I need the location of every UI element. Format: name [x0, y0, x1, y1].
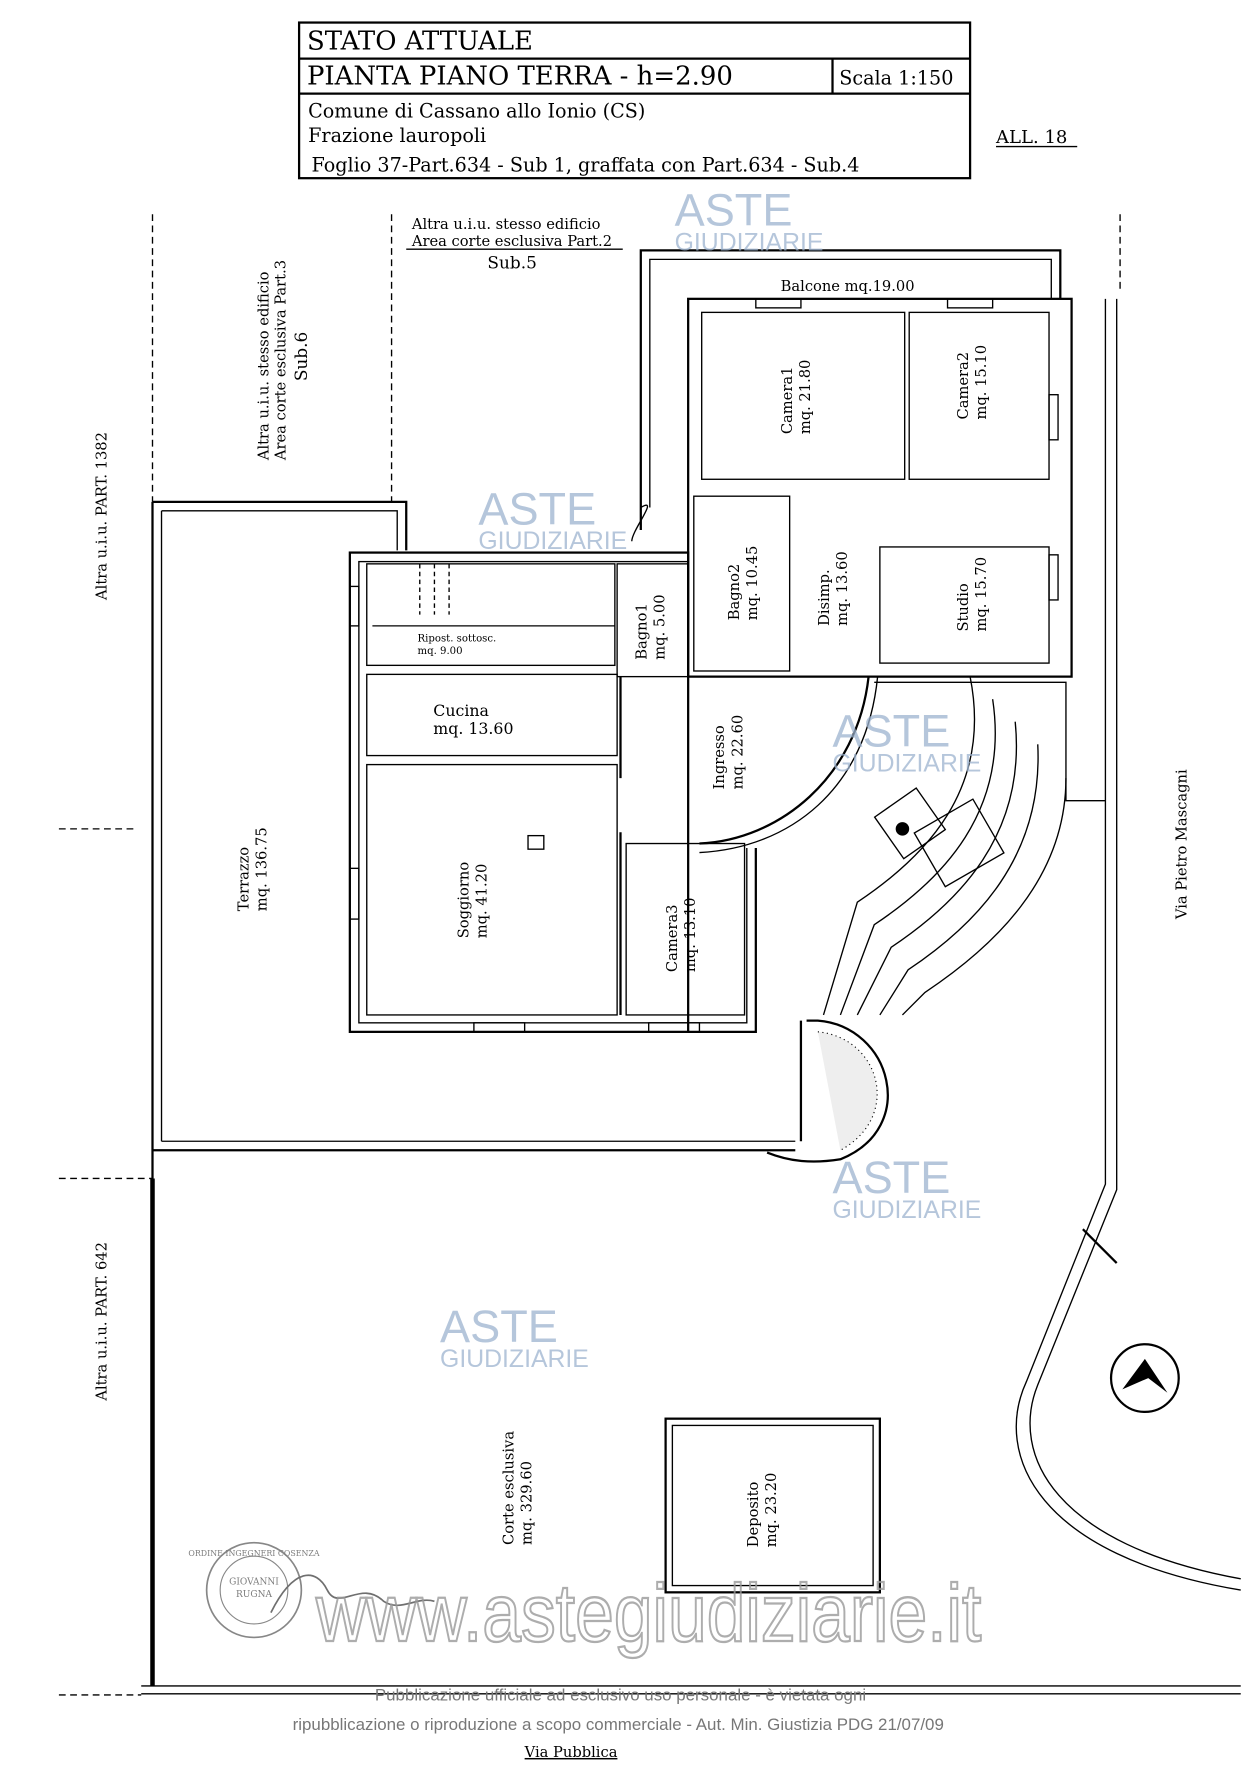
- room-area-studio: mq. 15.70: [973, 557, 990, 632]
- stamp-name2: RUGNA: [236, 1590, 272, 1600]
- watermark-giudiziarie: GIUDIZIARIE: [440, 1346, 589, 1373]
- room-area-camera1: mq. 21.80: [797, 360, 814, 435]
- watermark-giudiziarie: GIUDIZIARIE: [833, 750, 982, 777]
- scale-label: Scala 1:150: [839, 67, 953, 90]
- attachment-label: ALL. 18: [995, 127, 1067, 148]
- watermark-aste: ASTE: [675, 185, 793, 236]
- neighbor-part-642: Altra u.i.u. PART. 642: [93, 1242, 110, 1402]
- watermark-aste: ASTE: [478, 483, 596, 534]
- comune-label: Comune di Cassano allo Ionio (CS): [308, 99, 645, 122]
- planter: [766, 1019, 889, 1163]
- room-label-deposito: Deposito: [745, 1481, 762, 1547]
- neighbor-left-line3: Sub.6: [291, 332, 311, 381]
- watermark-aste: ASTE: [833, 1152, 951, 1203]
- watermark-aste: ASTE: [440, 1301, 558, 1352]
- neighbor-top-line3: Sub.5: [487, 252, 536, 272]
- north-arrow-icon: [1109, 1343, 1180, 1414]
- neighbor-top-line2: Area corte esclusiva Part.2: [411, 233, 612, 250]
- watermark-giudiziarie: GIUDIZIARIE: [675, 229, 824, 256]
- room-label-cucina: Cucina: [433, 701, 489, 720]
- watermark-aste: ASTE: [833, 706, 951, 757]
- room-area-ripostiglio: mq. 9.00: [418, 646, 463, 657]
- room-area-terrazzo: mq. 136.75: [253, 827, 270, 911]
- room-area-cucina: mq. 13.60: [433, 719, 513, 738]
- watermark-giudiziarie: GIUDIZIARIE: [833, 1197, 982, 1224]
- neighbor-left-line1: Altra u.i.u. stesso edificio: [256, 271, 273, 461]
- curved-steps: [822, 676, 1106, 1016]
- room-label-terrazzo: Terrazzo: [235, 847, 252, 912]
- deposito-building: [664, 1417, 882, 1594]
- house-walls: [348, 249, 1073, 1033]
- room-label-camera2: Camera2: [955, 352, 972, 420]
- room-label-camera3: Camera3: [664, 904, 681, 972]
- room-label-ingresso: Ingresso: [711, 725, 728, 789]
- room-label-soggiorno: Soggiorno: [455, 862, 472, 939]
- notice-line1: Pubblicazione ufficiale ad esclusivo uso…: [375, 1686, 866, 1705]
- neighbor-left-line2: Area corte esclusiva Part.3: [273, 260, 290, 461]
- room-area-soggiorno: mq. 41.20: [473, 864, 490, 939]
- room-label-studio: Studio: [955, 583, 972, 631]
- stamp-ring-text: ORDINE INGEGNERI COSENZA: [188, 1549, 319, 1558]
- street-bottom-label: Via Pubblica: [524, 1744, 618, 1761]
- notice-line2: ripubblicazione o riproduzione a scopo c…: [293, 1715, 944, 1734]
- title-block: STATO ATTUALE PIANTA PIANO TERRA - h=2.9…: [297, 21, 972, 180]
- room-area-disimp: mq. 13.60: [834, 551, 851, 626]
- room-area-camera2: mq. 15.10: [973, 345, 990, 420]
- room-label-camera1: Camera1: [779, 367, 796, 435]
- neighbor-top-line1: Altra u.i.u. stesso edificio: [411, 216, 601, 233]
- plan-title: PIANTA PIANO TERRA - h=2.90: [307, 62, 733, 92]
- room-label-bagno1: Bagno1: [633, 603, 650, 659]
- room-area-corte: mq. 329.60: [518, 1461, 535, 1545]
- engineer-stamp: ORDINE INGEGNERI COSENZA GIOVANNI RUGNA: [188, 1541, 435, 1639]
- terrace-outline: [152, 500, 796, 1152]
- room-area-camera3: mq. 13.10: [682, 898, 699, 973]
- room-label-bagno2: Bagno2: [726, 564, 743, 620]
- foglio-label: Foglio 37-Part.634 - Sub 1, graffata con…: [312, 153, 860, 176]
- stamp-name1: GIOVANNI: [229, 1577, 279, 1587]
- neighbor-part-1382: Altra u.i.u. PART. 1382: [93, 432, 110, 601]
- room-area-deposito: mq. 23.20: [763, 1473, 780, 1548]
- lot-boundaries: [58, 214, 1241, 1696]
- room-area-bagno1: mq. 5.00: [651, 594, 668, 659]
- watermark-giudiziarie: GIUDIZIARIE: [478, 528, 627, 555]
- room-label-ripostiglio: Ripost. sottosc.: [418, 634, 497, 645]
- watermark-url: www.astegiudiziarie.it: [315, 1569, 981, 1659]
- signature: [270, 1574, 435, 1614]
- watermarks: ASTE GIUDIZIARIE ASTE GIUDIZIARIE ASTE G…: [293, 185, 983, 1734]
- room-area-bagno2: mq. 10.45: [744, 546, 761, 621]
- room-label-balcone: Balcone mq.19.00: [781, 278, 915, 295]
- street-right-label: Via Pietro Mascagni: [1174, 769, 1191, 920]
- status-title: STATO ATTUALE: [307, 27, 533, 57]
- room-label-disimp: Disimp.: [816, 569, 833, 626]
- frazione-label: Frazione lauropoli: [308, 124, 486, 147]
- room-label-corte: Corte esclusiva: [500, 1431, 517, 1545]
- room-area-ingresso: mq. 22.60: [729, 715, 746, 790]
